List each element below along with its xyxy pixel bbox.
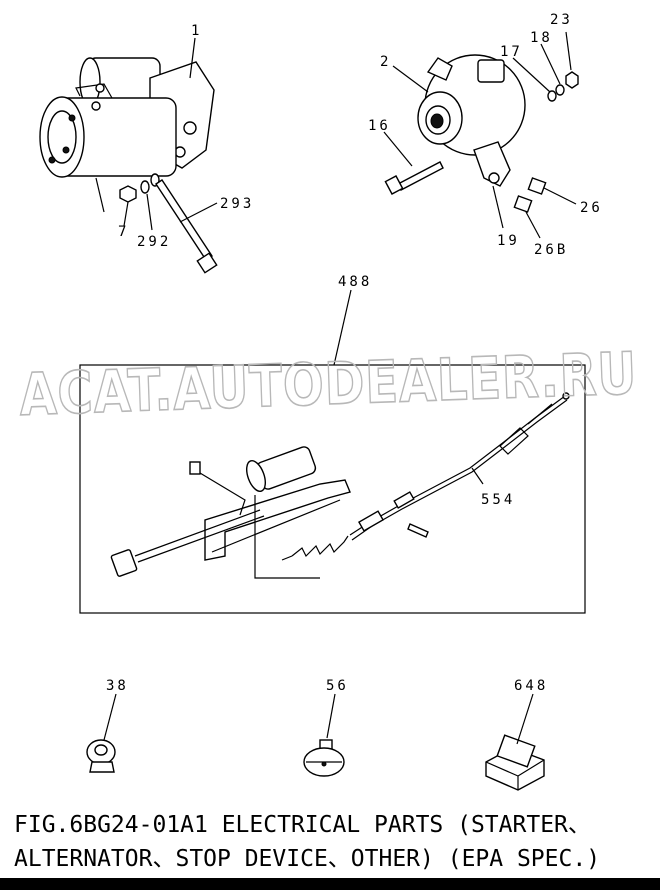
caption-line-2: ALTERNATOR、STOP DEVICE、OTHER) (EPA SPEC.… <box>14 846 601 872</box>
label-part-554: 554 <box>481 492 515 508</box>
label-part-1: 1 <box>191 23 202 39</box>
part-56-sensor <box>303 739 345 777</box>
label-part-38: 38 <box>106 678 129 694</box>
part-labels: 1 2 17 18 23 16 26 19 26B 7 292 293 488 … <box>106 12 603 694</box>
part-38-switch <box>86 739 116 773</box>
label-part-26b: 26B <box>534 242 568 258</box>
label-part-488: 488 <box>338 274 372 290</box>
stop-device-assembly <box>110 392 570 579</box>
figure-caption: FIG.6BG24-01A1 ELECTRICAL PARTS (STARTER… <box>14 808 654 876</box>
label-part-16: 16 <box>368 118 391 134</box>
label-part-18: 18 <box>530 30 553 46</box>
label-part-292: 292 <box>137 234 171 250</box>
label-part-648: 648 <box>514 678 548 694</box>
alternator <box>384 54 579 213</box>
starter-motor <box>39 57 215 213</box>
label-part-2: 2 <box>380 54 391 70</box>
label-part-56: 56 <box>326 678 349 694</box>
label-part-19: 19 <box>497 233 520 249</box>
stop-device-frame <box>79 364 586 614</box>
caption-line-1: FIG.6BG24-01A1 ELECTRICAL PARTS (STARTER… <box>14 812 591 838</box>
label-part-23: 23 <box>550 12 573 28</box>
leader-lines <box>103 31 577 745</box>
label-part-26: 26 <box>580 200 603 216</box>
label-part-7: 7 <box>118 224 129 240</box>
part-648-relay <box>485 734 545 791</box>
bottom-border <box>0 878 660 890</box>
label-part-17: 17 <box>500 44 523 60</box>
starter-fasteners <box>119 173 218 274</box>
label-part-293: 293 <box>220 196 254 212</box>
